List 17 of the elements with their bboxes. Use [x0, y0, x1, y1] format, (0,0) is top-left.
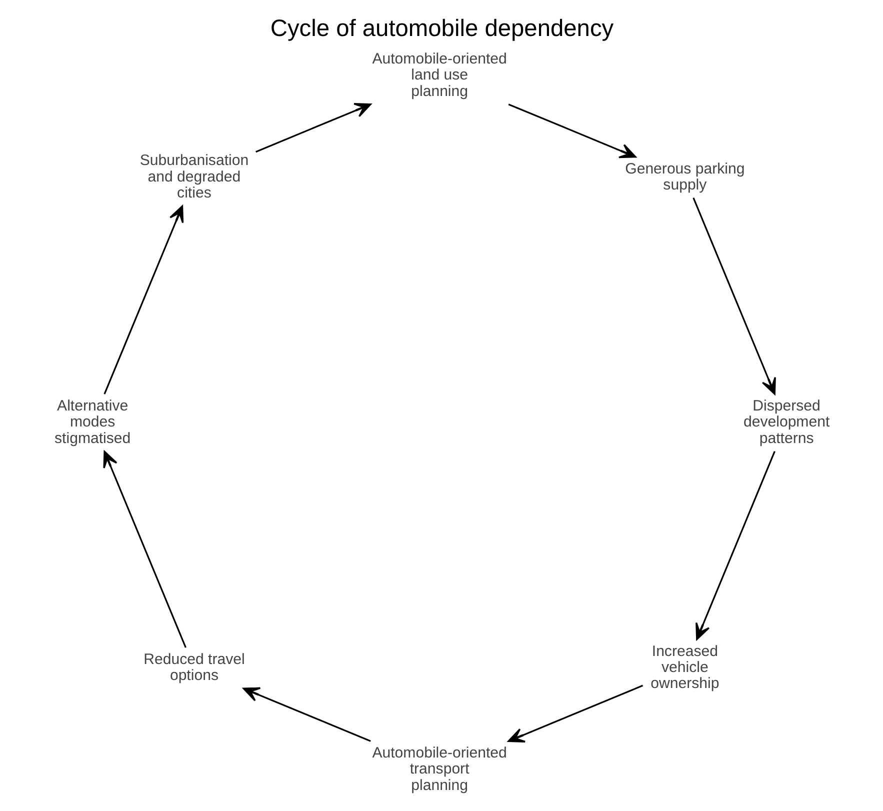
node-text: Automobile-oriented transport planning [372, 744, 506, 794]
node-text: Generous parking supply [624, 160, 744, 194]
arrow [242, 687, 370, 742]
arrow [692, 198, 776, 395]
diagram-title: Cycle of automobile dependency [270, 16, 614, 42]
node-text: Suburbanisation and degraded cities [139, 152, 248, 202]
node-text: Alternative modes stigmatised [54, 398, 130, 447]
arrow [507, 684, 643, 742]
node-text: Reduced travel options [143, 650, 244, 684]
arrow [103, 205, 184, 394]
node-text: Dispersed development patterns [742, 398, 830, 447]
arrow [255, 103, 371, 153]
arrow [695, 451, 775, 640]
node-text: Automobile-oriented land use planning [372, 50, 506, 100]
arrow [102, 450, 186, 648]
node-text: Increased vehicle ownership [650, 642, 719, 692]
arrow [508, 104, 636, 158]
